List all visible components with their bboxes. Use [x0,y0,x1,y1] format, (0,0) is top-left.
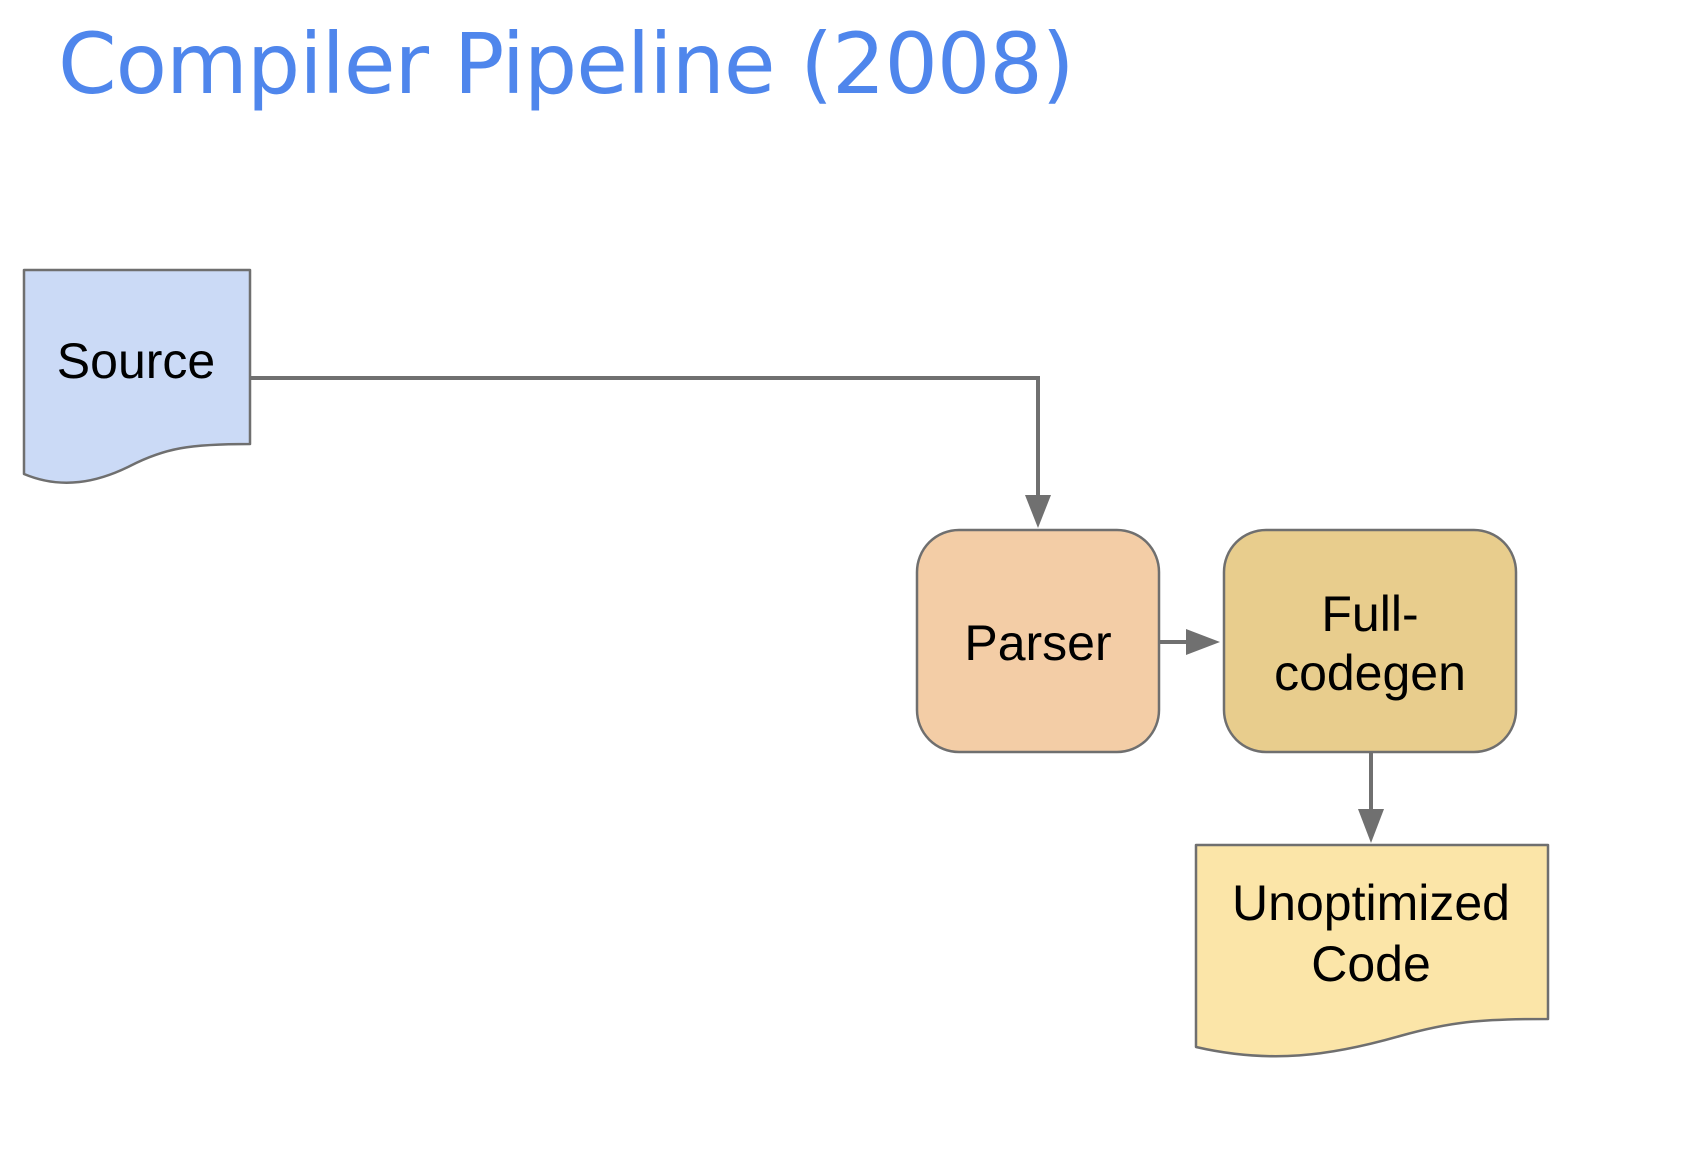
parser-node: Parser [915,528,1161,754]
source-document-shape [22,268,252,484]
full-codegen-label-line-2: codegen [1274,645,1466,701]
arrowhead-source-to-parser [1025,495,1051,528]
full-codegen-label-line-1: Full- [1321,586,1418,642]
arrowhead-codegen-to-output [1358,809,1384,843]
full-codegen-node: Full- codegen [1222,528,1518,754]
unoptimized-code-node: Unoptimized Code [1194,843,1550,1058]
source-node: Source [22,268,252,484]
full-codegen-box [1222,528,1518,754]
source-label: Source [57,333,215,389]
parser-label: Parser [964,615,1111,671]
page-title: Compiler Pipeline (2008) [58,15,1075,113]
arrowhead-parser-to-codegen [1186,629,1220,655]
unoptimized-code-document-shape [1194,843,1550,1058]
parser-box [915,528,1161,754]
unoptimized-code-label-line-2: Code [1311,936,1431,992]
edge-source-to-parser [250,376,1040,520]
unoptimized-code-label-line-1: Unoptimized [1232,875,1510,931]
